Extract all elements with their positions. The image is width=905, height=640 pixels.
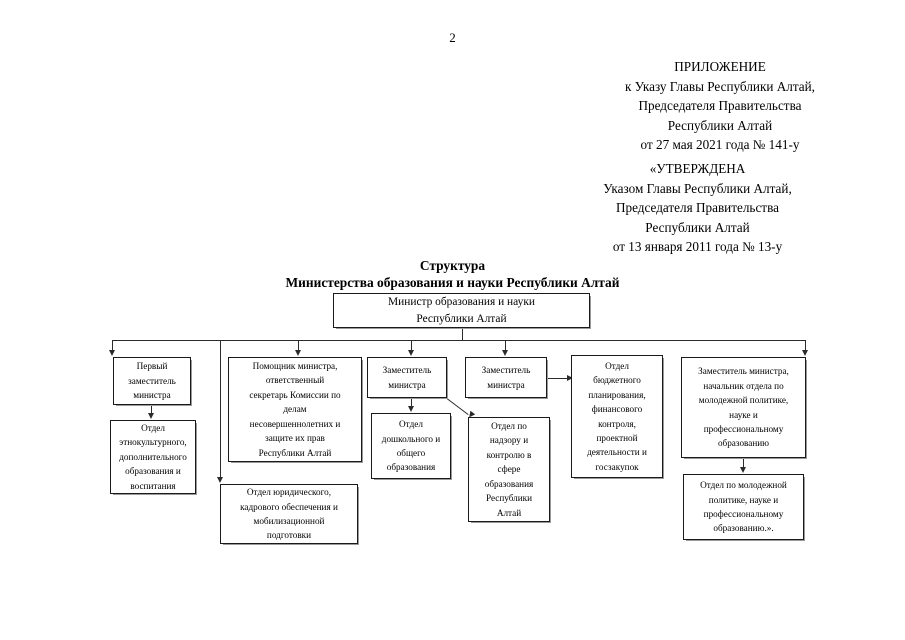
org-node-dept-youth-policy: Отдел по молодежной политике, науке и пр…	[683, 474, 805, 541]
connector-bus-drop-col-3	[411, 340, 412, 351]
arrowhead-budget-dept	[567, 374, 573, 381]
arrowhead-col-3-internal	[408, 406, 414, 412]
approval-reference-block: «УТВЕРЖДЕНА Указом Главы Республики Алта…	[603, 161, 792, 254]
connector-deputy-2-to-budget	[547, 378, 570, 379]
arrowhead-col-1	[109, 350, 115, 356]
org-node-dept-supervision-control: Отдел по надзору и контролю в сфере обра…	[468, 417, 551, 523]
org-node-minister-assistant: Помощник министра, ответственный секрета…	[228, 357, 363, 463]
connector-col-6-internal	[743, 458, 744, 468]
connector-bus-drop-col-4	[505, 340, 506, 351]
connector-bus-drop-col-6	[805, 340, 806, 351]
arrowhead-col-2-head	[295, 350, 301, 356]
arrowhead-col-1-internal	[148, 413, 154, 419]
org-node-deputy-minister-youth-policy: Заместитель министра, начальник отдела п…	[681, 357, 807, 459]
connector-root-stem	[462, 328, 463, 340]
page-number: 2	[449, 30, 456, 45]
connector-bus-drop-col-2-head	[298, 340, 299, 351]
arrowhead-col-6	[802, 350, 808, 356]
arrowhead-legal-dept	[217, 477, 223, 483]
org-node-first-deputy-minister: Первый заместитель министра	[113, 357, 192, 406]
connector-bus-drop-legal-dept	[220, 340, 221, 478]
org-node-dept-budget-planning: Отдел бюджетного планирования, финансово…	[571, 355, 664, 479]
appendix-reference-block: ПРИЛОЖЕНИЕ к Указу Главы Республики Алта…	[625, 59, 815, 152]
chart-title-line-2: Министерства образования и науки Республ…	[285, 275, 620, 290]
arrowhead-col-6-internal	[740, 467, 746, 473]
org-node-dept-legal-hr-mobilization: Отдел юридического, кадрового обеспечени…	[220, 484, 359, 545]
connector-bus-drop-col-1	[112, 340, 113, 351]
org-node-minister: Министр образования и науки Республики А…	[333, 293, 591, 329]
org-node-dept-ethnocultural-education: Отдел этнокультурного, дополнительного о…	[110, 420, 197, 495]
connector-col-3-internal	[411, 398, 412, 407]
org-node-deputy-minister-1: Заместитель министра	[367, 357, 448, 399]
arrowhead-col-3	[408, 350, 414, 356]
org-node-dept-preschool-general-education: Отдел дошкольного и общего образования	[371, 413, 452, 480]
arrowhead-col-4	[502, 350, 508, 356]
org-node-deputy-minister-2: Заместитель министра	[465, 357, 548, 399]
chart-title-line-1: Структура	[419, 258, 486, 273]
connector-distribution-bus	[112, 340, 806, 341]
connector-col-1-internal	[151, 405, 152, 414]
